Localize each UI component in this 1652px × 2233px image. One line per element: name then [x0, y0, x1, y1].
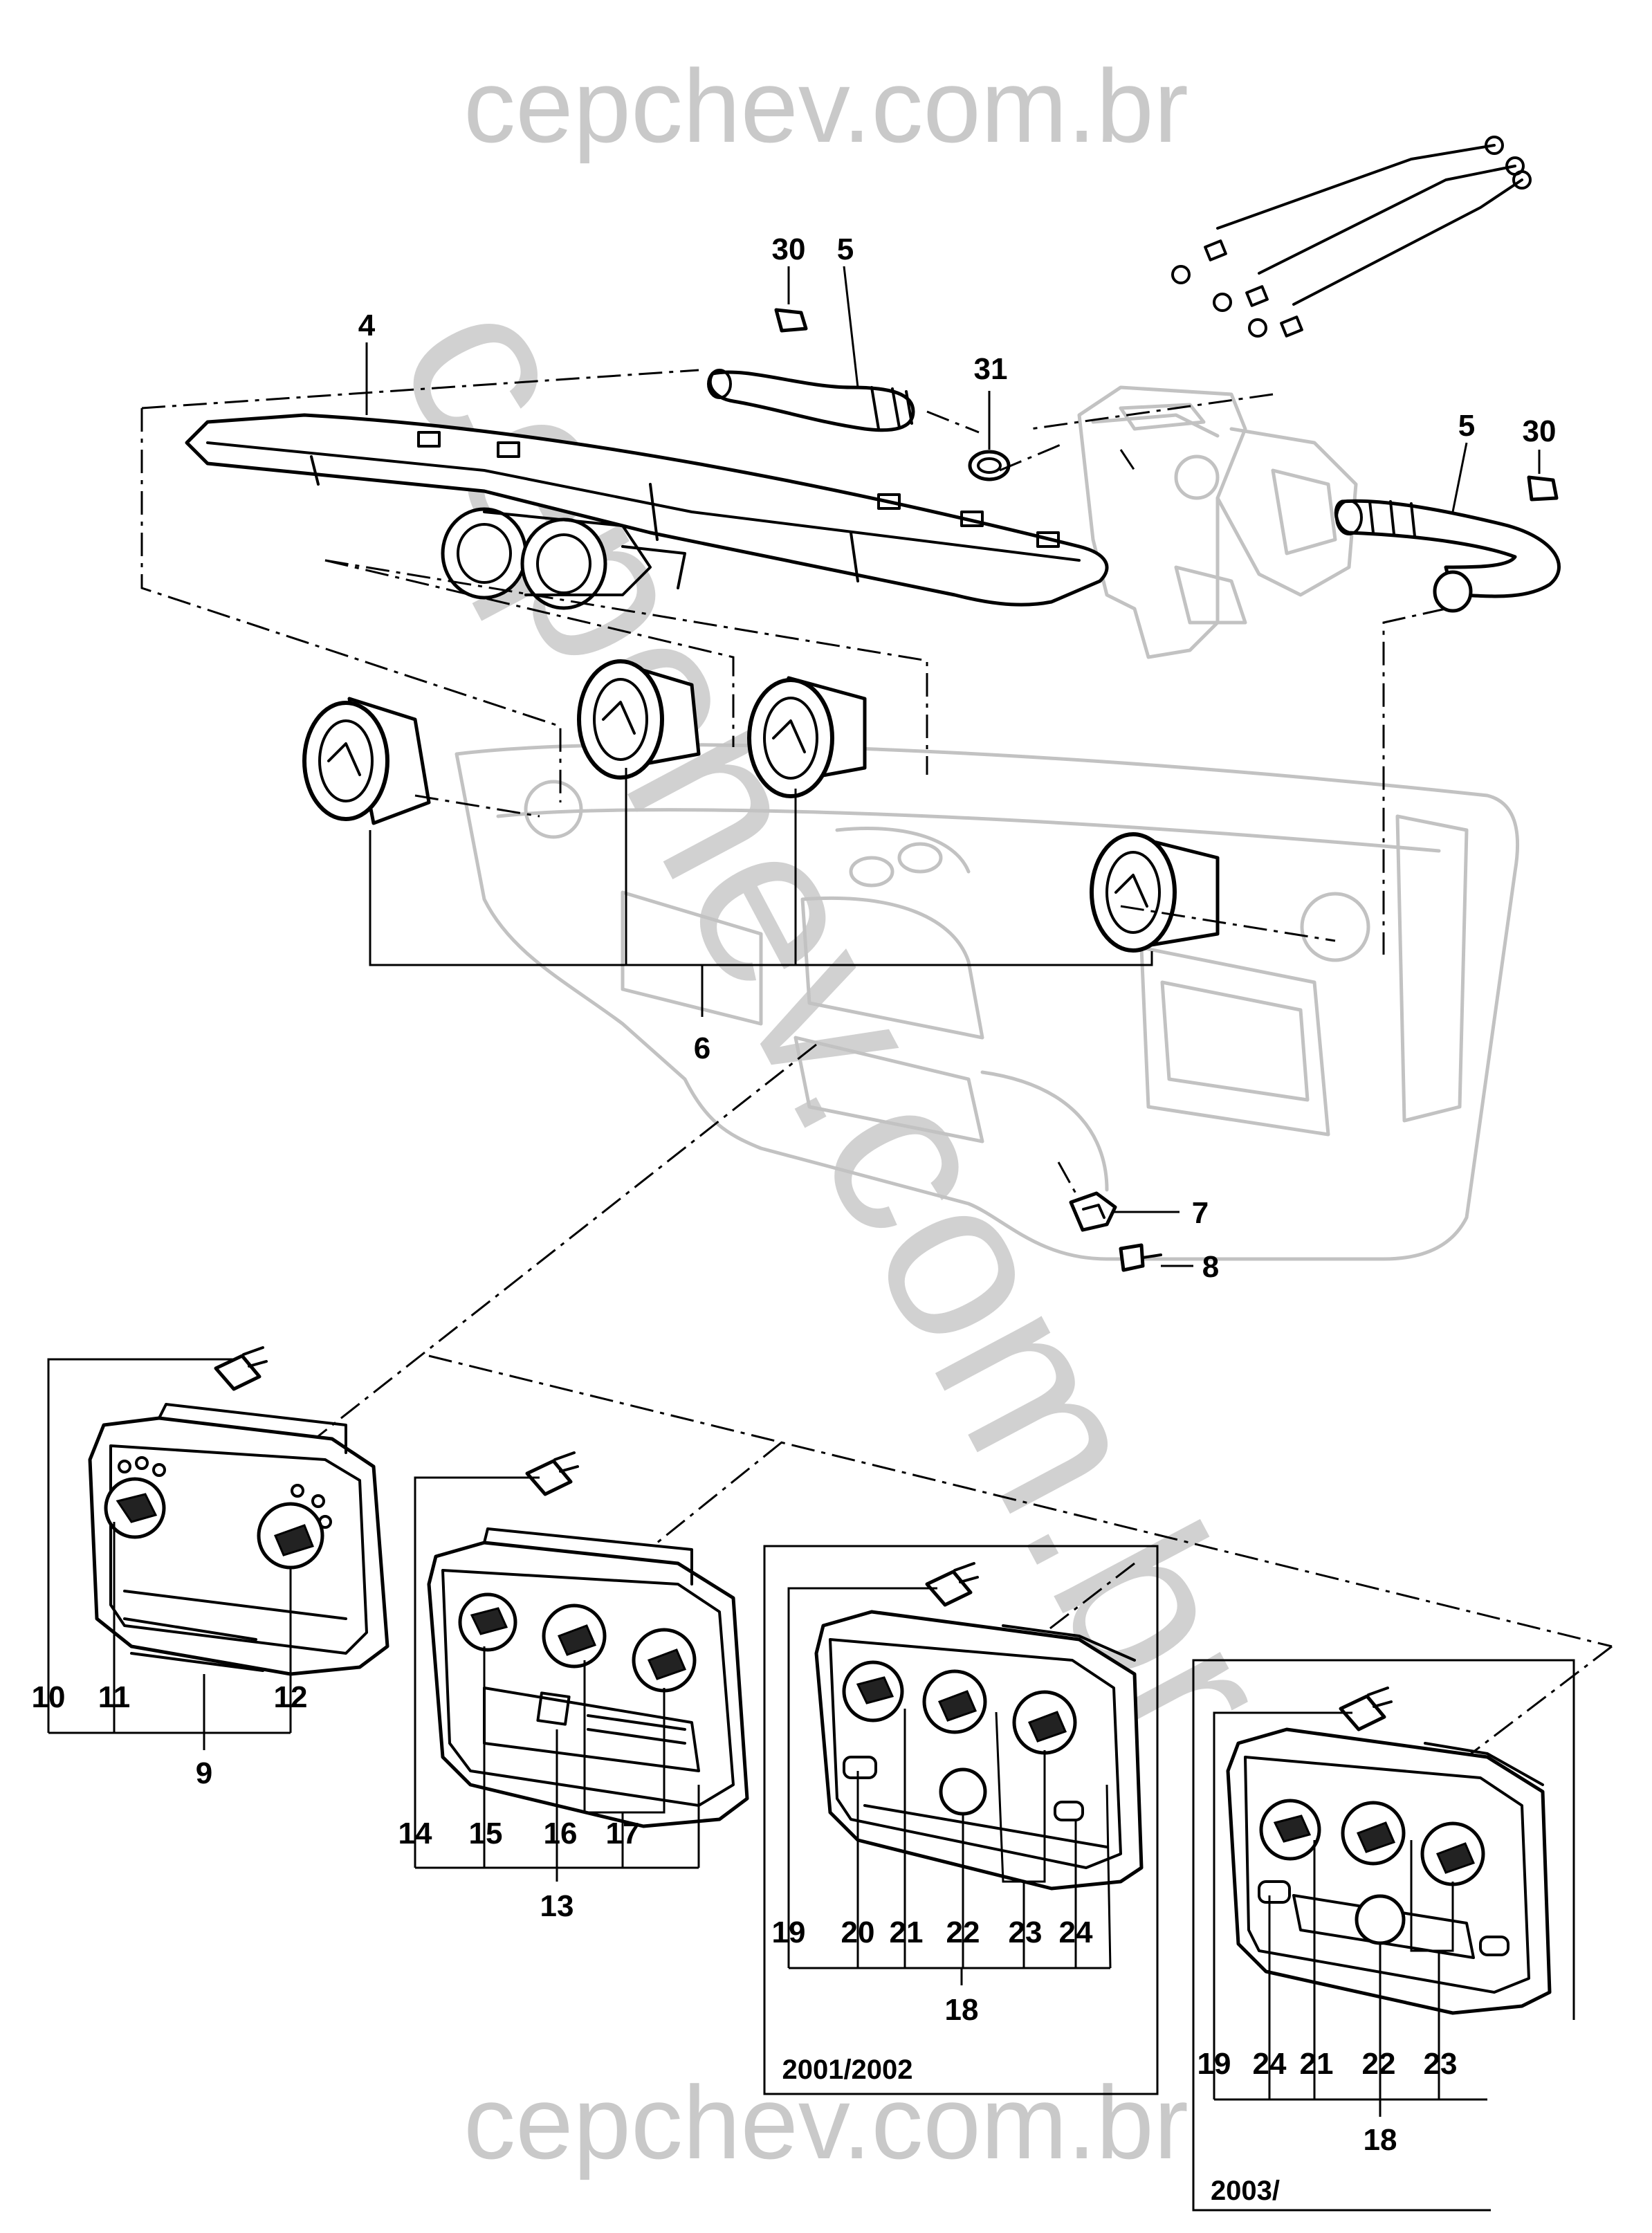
- climate-control-unit-18b: [1226, 1727, 1552, 2015]
- part-label-7: 7: [1192, 1196, 1209, 1230]
- part-label-17: 17: [606, 1817, 640, 1850]
- o-ring-31: [968, 450, 1011, 481]
- part-label-19: 19: [772, 1915, 806, 1949]
- part-label-5: 5: [837, 232, 854, 266]
- part-label-14: 14: [398, 1817, 432, 1850]
- heater-housing-outline: [1077, 385, 1358, 659]
- part-number-labels: 30 5 31 4 5 30 6 7 8 10 11 12 9 14 15 16…: [32, 232, 1557, 2157]
- part-label-4: 4: [358, 309, 376, 342]
- air-vent-3: [747, 676, 867, 798]
- air-duct-panel: [185, 413, 1109, 610]
- part-label-11: 11: [98, 1680, 131, 1714]
- assembly-dash-lines: [140, 369, 1613, 1758]
- part-label-16: 16: [544, 1817, 578, 1850]
- dashboard-outline: [455, 743, 1520, 1261]
- air-vent-2: [577, 659, 701, 780]
- part-label-9: 9: [196, 1756, 212, 1790]
- part-label-31: 31: [974, 352, 1008, 386]
- climate-control-unit-13: [427, 1527, 749, 1828]
- part-label-21: 21: [890, 1915, 924, 1949]
- bulb-19a: [925, 1562, 979, 1607]
- part-label-18: 18: [945, 1993, 979, 2027]
- part-label-10: 10: [32, 1680, 66, 1714]
- clip-7: [1069, 1191, 1117, 1232]
- control-cables: [1171, 136, 1532, 338]
- bulb-10: [214, 1346, 268, 1391]
- bulb-14: [525, 1451, 579, 1496]
- part-label-19: 19: [1197, 2047, 1231, 2081]
- hose-lower: [1334, 499, 1561, 613]
- screw-8: [1119, 1243, 1162, 1272]
- part-label-24: 24: [1253, 2047, 1287, 2081]
- bulb-19b: [1339, 1687, 1393, 1731]
- variant-label-2003: 2003/: [1211, 2176, 1280, 2206]
- variant-label-2001-2002: 2001/2002: [782, 2055, 912, 2085]
- part-label-30: 30: [1523, 414, 1557, 448]
- leader-lines: [47, 266, 1541, 2117]
- part-label-6: 6: [694, 1031, 710, 1065]
- part-label-21: 21: [1300, 2047, 1334, 2081]
- hose-upper: [707, 369, 915, 432]
- part-label-20: 20: [841, 1915, 875, 1949]
- clip-30-upper: [774, 308, 808, 333]
- part-label-30: 30: [772, 232, 806, 266]
- part-label-22: 22: [946, 1915, 980, 1949]
- watermark-bottom: cepchev.com.br: [464, 2064, 1188, 2180]
- part-label-15: 15: [469, 1817, 503, 1850]
- air-vent-4: [1090, 832, 1220, 953]
- air-vent-1: [302, 697, 431, 825]
- variant-box-2003: [1192, 1659, 1575, 2212]
- watermark-top: cepchev.com.br: [464, 48, 1188, 164]
- climate-control-unit-18a: [814, 1610, 1144, 1891]
- part-label-12: 12: [274, 1680, 308, 1714]
- part-label-24: 24: [1059, 1915, 1093, 1949]
- part-label-5: 5: [1458, 409, 1475, 443]
- part-label-8: 8: [1202, 1250, 1219, 1284]
- part-label-13: 13: [540, 1889, 574, 1923]
- part-label-23: 23: [1009, 1915, 1043, 1949]
- part-label-22: 22: [1362, 2047, 1396, 2081]
- part-label-23: 23: [1424, 2047, 1458, 2081]
- part-label-18: 18: [1364, 2123, 1397, 2157]
- clip-30-lower: [1527, 475, 1559, 502]
- variant-box-2001-2002: [763, 1545, 1159, 2095]
- climate-control-unit-9: [88, 1403, 389, 1676]
